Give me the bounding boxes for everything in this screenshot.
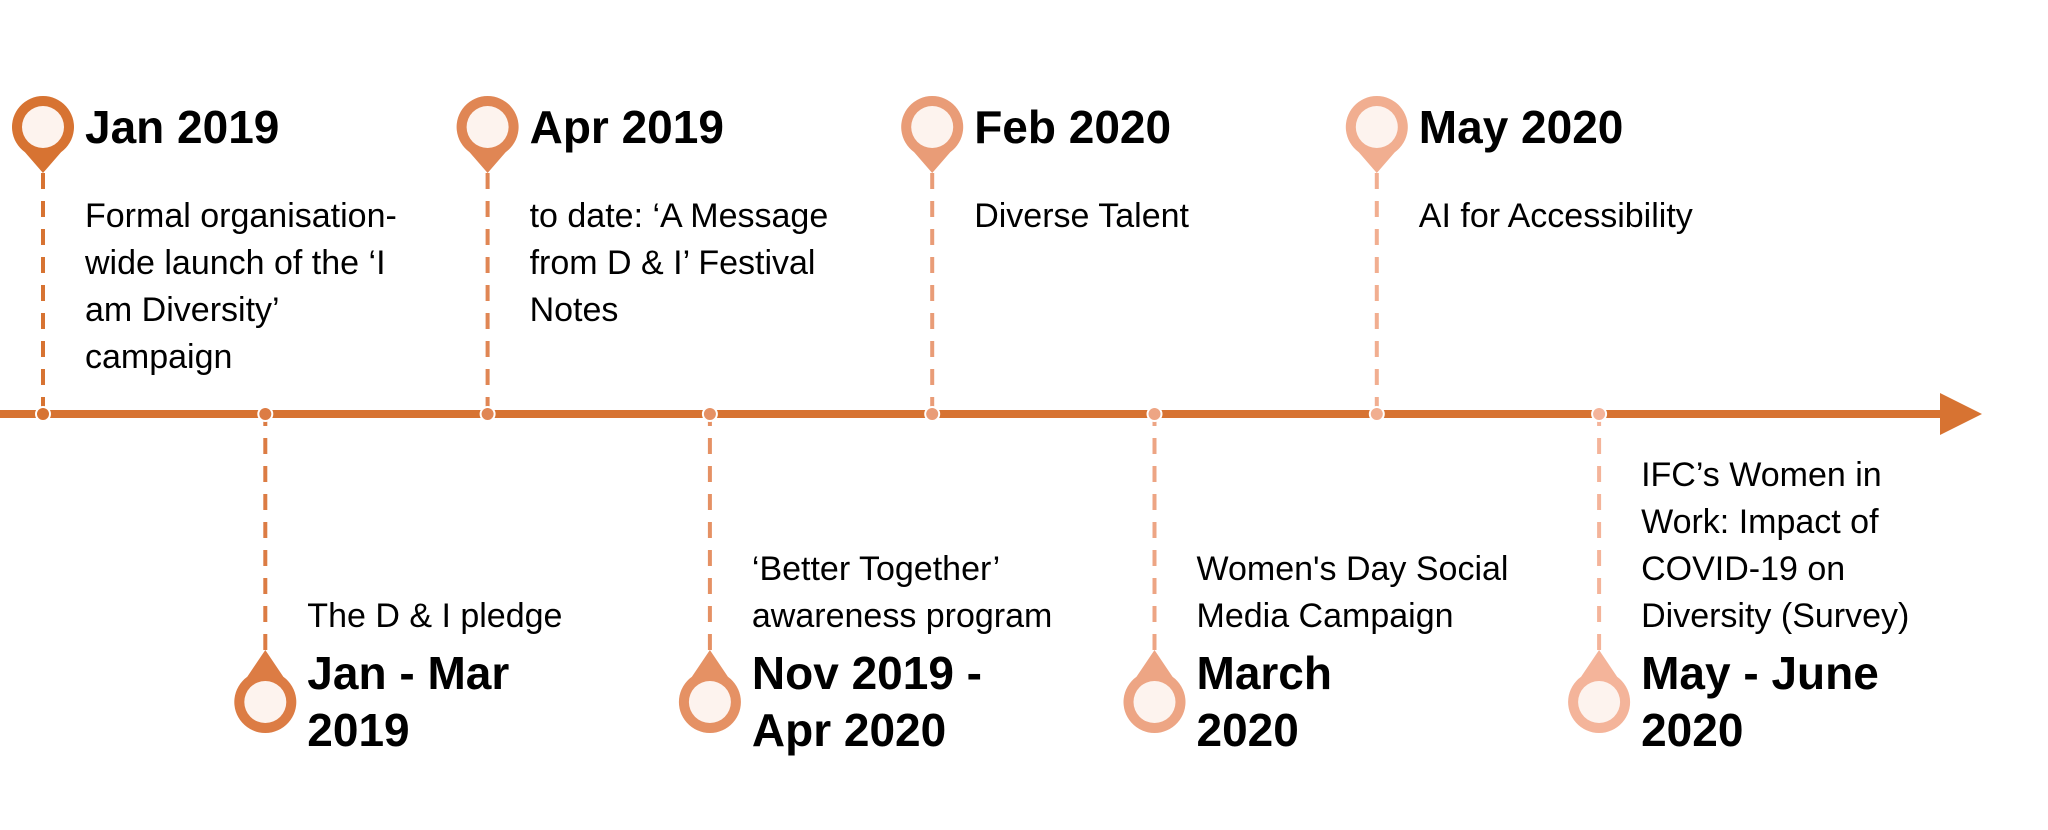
- event-date: Jan 2019: [85, 101, 280, 153]
- event-description: ‘Better Together’ awareness program: [751, 550, 1053, 635]
- pin-center: [466, 106, 509, 148]
- axis-dot: [1368, 406, 1385, 422]
- axis-dot: [479, 406, 496, 422]
- event-description: Women's Day Social Media Campaign: [1196, 550, 1509, 635]
- pin-center: [22, 106, 64, 148]
- event-description: to date: ‘A Message from D & I’ Festival…: [529, 197, 829, 329]
- event-date: Nov 2019 - Apr 2020: [751, 647, 983, 756]
- axis-dot: [35, 406, 51, 422]
- axis-dot: [701, 406, 718, 422]
- pin-center: [688, 681, 731, 723]
- axis-dot: [1146, 406, 1163, 422]
- axis-dot: [924, 406, 941, 422]
- pin-center: [1355, 106, 1398, 148]
- pin-center: [244, 681, 287, 723]
- event-date: Apr 2019: [529, 101, 724, 153]
- event-description: AI for Accessibility: [1418, 197, 1693, 235]
- axis-dot: [1591, 406, 1608, 422]
- arrow-head-icon: [1940, 393, 1982, 435]
- pin-center: [1133, 681, 1176, 723]
- event-date: May - June 2020: [1641, 647, 1879, 756]
- event-description: Formal organisation-wide launch of the ‘…: [85, 197, 397, 376]
- event-date: Jan - Mar 2019: [307, 647, 510, 756]
- pin-center: [911, 106, 954, 148]
- event-description: The D & I pledge: [307, 597, 563, 635]
- event-date: Feb 2020: [974, 101, 1172, 153]
- event-date: May 2020: [1418, 101, 1624, 153]
- axis-dot: [257, 406, 274, 422]
- pin-center: [1578, 681, 1621, 723]
- event-date: March 2020: [1196, 647, 1332, 756]
- event-description: Diverse Talent: [974, 197, 1189, 235]
- event-description: IFC’s Women in Work: Impact of COVID-19 …: [1641, 456, 1910, 635]
